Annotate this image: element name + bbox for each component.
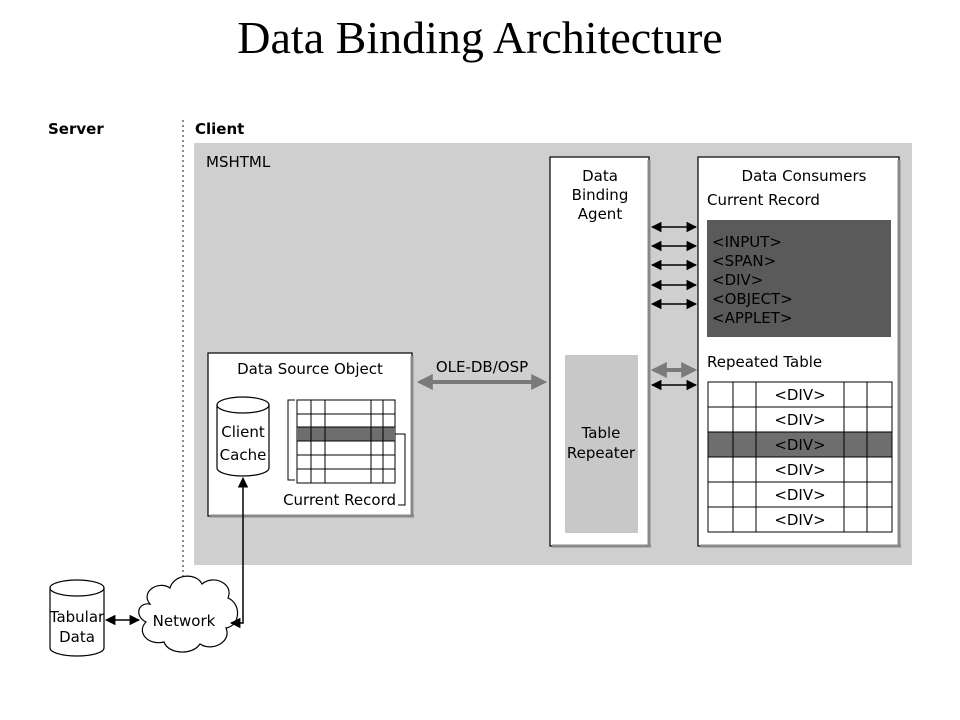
network-cloud: Network [138, 575, 239, 653]
slide-title: Data Binding Architecture [237, 12, 723, 63]
agent-label-1: Data [582, 167, 618, 185]
tabular-label-1: Tabular [49, 608, 105, 626]
recordset-grid [296, 399, 396, 484]
repeated-table: <DIV> <DIV> <DIV> <DIV> <DIV> <DIV> [707, 381, 893, 533]
client-cache-cylinder: Client Cache [216, 396, 270, 477]
repeated-row-6: <DIV> [774, 511, 825, 529]
dso-bracket [287, 399, 295, 481]
tabular-data-cylinder: Tabular Data [49, 579, 105, 657]
consumers-current-record: Current Record [707, 191, 820, 209]
element-applet: <APPLET> [712, 309, 793, 327]
data-source-object: Data Source Object Client Cache Current [207, 352, 414, 518]
consumers-title: Data Consumers [742, 167, 867, 185]
repeater-label-2: Repeater [567, 444, 636, 462]
mshtml-label: MSHTML [206, 153, 271, 171]
binding-arrows [650, 221, 698, 391]
repeater-label-1: Table [581, 424, 621, 442]
table-repeater [565, 355, 638, 533]
repeated-row-2: <DIV> [774, 411, 825, 429]
element-object: <OBJECT> [712, 290, 793, 308]
ole-db-label: OLE-DB/OSP [436, 358, 528, 376]
tabular-label-2: Data [59, 628, 95, 646]
network-cache-arrow [229, 476, 249, 629]
dso-title: Data Source Object [237, 360, 383, 378]
repeated-row-1: <DIV> [774, 386, 825, 404]
bound-elements-panel [707, 220, 891, 337]
agent-label-2: Binding [572, 186, 629, 204]
repeated-row-5: <DIV> [774, 486, 825, 504]
repeated-row-4: <DIV> [774, 461, 825, 479]
client-cache-label-2: Cache [220, 446, 267, 464]
element-div: <DIV> [712, 271, 763, 289]
data-consumers: Data Consumers Current Record <INPUT> <S… [697, 156, 901, 548]
element-span: <SPAN> [712, 252, 776, 270]
data-binding-agent: Data Binding Agent Table Repeater [549, 156, 651, 548]
server-label: Server [48, 120, 104, 138]
repeated-table-label: Repeated Table [707, 353, 822, 371]
agent-label-3: Agent [578, 205, 623, 223]
network-label: Network [153, 612, 216, 630]
client-cache-label-1: Client [221, 423, 265, 441]
dso-current-record-label: Current Record [283, 491, 396, 509]
repeated-row-3: <DIV> [774, 436, 825, 454]
element-input: <INPUT> [712, 233, 782, 251]
current-record-bracket [395, 433, 406, 506]
client-label: Client [195, 120, 244, 138]
